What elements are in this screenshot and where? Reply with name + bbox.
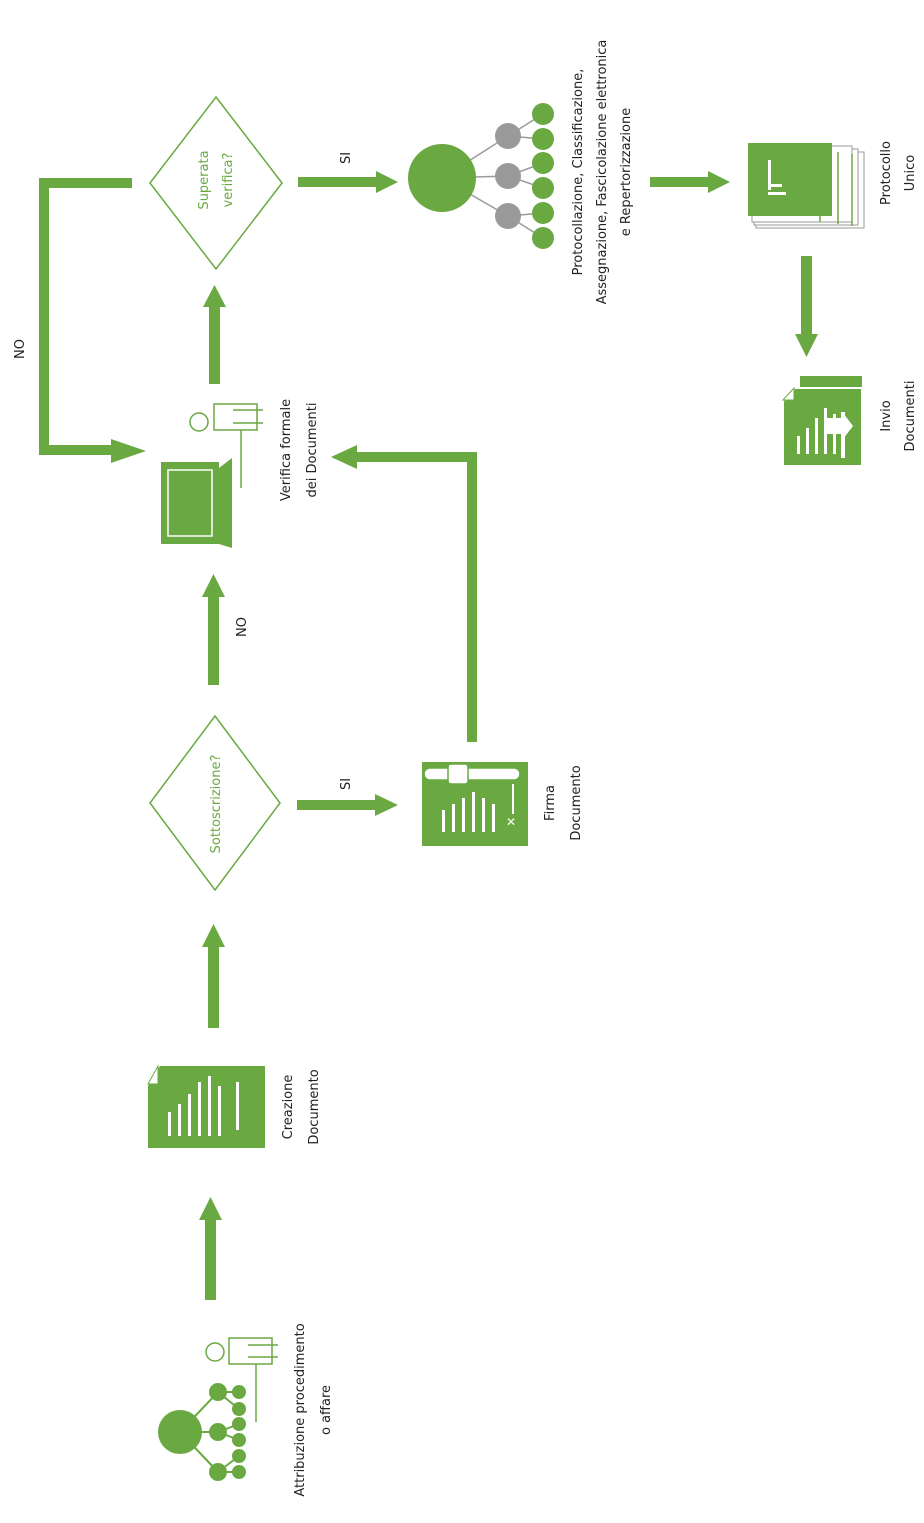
creazione-label-line2: Documento xyxy=(307,1069,322,1144)
document-icon xyxy=(147,1064,265,1148)
document-stack-icon xyxy=(748,143,865,229)
arrow-protocollo-to-invio xyxy=(795,256,818,357)
node-superata: Superata verifica? xyxy=(149,95,283,271)
arrow-superata-to-protocollazione xyxy=(298,171,398,193)
arrow-creazione-to-sottoscrizione xyxy=(202,924,225,1028)
firma-label-line1: Firma xyxy=(543,785,558,821)
edge-label-no-verifica: NO xyxy=(235,617,250,637)
person-laptop-icon xyxy=(161,403,263,548)
arrow-superata-loop-to-verifica xyxy=(39,178,146,463)
edge-label-si-protocollazione: SI xyxy=(339,152,354,164)
sottoscrizione-label: Sottoscrizione? xyxy=(209,755,224,854)
node-invio: Invio Documenti xyxy=(781,376,918,467)
verifica-label-line1: Verifica formale xyxy=(279,399,294,501)
verifica-label-line2: dei Documenti xyxy=(305,403,320,498)
decision-diamond-sottoscrizione xyxy=(149,714,281,892)
node-protocollo: Protocollo Unico xyxy=(748,141,918,229)
edge-label-no-loop: NO xyxy=(13,339,28,359)
protocollo-label-line2: Unico xyxy=(903,155,918,192)
edge-label-si-firma: SI xyxy=(339,778,354,790)
arrow-protocollazione-to-protocollo xyxy=(650,171,730,193)
node-sottoscrizione: Sottoscrizione? xyxy=(149,714,281,892)
superata-label-line1: Superata xyxy=(197,150,212,209)
protocollazione-label-line3: e Repertorizzazione xyxy=(619,108,634,236)
arrow-firma-to-verifica xyxy=(331,445,477,742)
arrow-verifica-to-superata xyxy=(203,285,226,384)
protocollazione-label-line1: Protocollazione, Classificazione, xyxy=(571,69,586,276)
arrow-attribuzione-to-creazione xyxy=(199,1197,222,1300)
invio-label-line1: Invio xyxy=(879,400,894,431)
node-creazione: Creazione Documento xyxy=(147,1064,322,1148)
x-mark-icon: ✕ xyxy=(506,815,516,829)
node-attribuzione: Attribuzione procedimento o affare xyxy=(158,1323,334,1497)
invio-label-line2: Documenti xyxy=(903,381,918,452)
superata-label-line2: verifica? xyxy=(221,153,236,208)
firma-label-line2: Documento xyxy=(569,765,584,840)
send-documents-icon xyxy=(781,376,863,467)
arrow-sottoscrizione-to-verifica xyxy=(202,574,225,685)
signature-document-icon: ✕ xyxy=(422,762,528,846)
decision-diamond-superata xyxy=(149,95,283,271)
node-verifica: Verifica formale dei Documenti xyxy=(161,399,320,548)
creazione-label-line1: Creazione xyxy=(281,1075,296,1140)
arrow-sottoscrizione-to-firma xyxy=(297,794,398,816)
node-firma: ✕ Firma Documento xyxy=(422,762,584,846)
protocollo-label-line1: Protocollo xyxy=(879,141,894,205)
org-chart-person-icon xyxy=(158,1337,278,1481)
attribuzione-label-line2: o affare xyxy=(319,1385,334,1435)
attribuzione-label-line1: Attribuzione procedimento xyxy=(293,1323,308,1496)
org-chart-icon xyxy=(408,103,554,249)
flow-arrows xyxy=(39,171,818,1300)
protocollazione-label-line2: Assegnazione, Fascicolazione elettronica xyxy=(595,40,610,305)
node-protocollazione: Protocollazione, Classificazione, Assegn… xyxy=(408,40,634,305)
